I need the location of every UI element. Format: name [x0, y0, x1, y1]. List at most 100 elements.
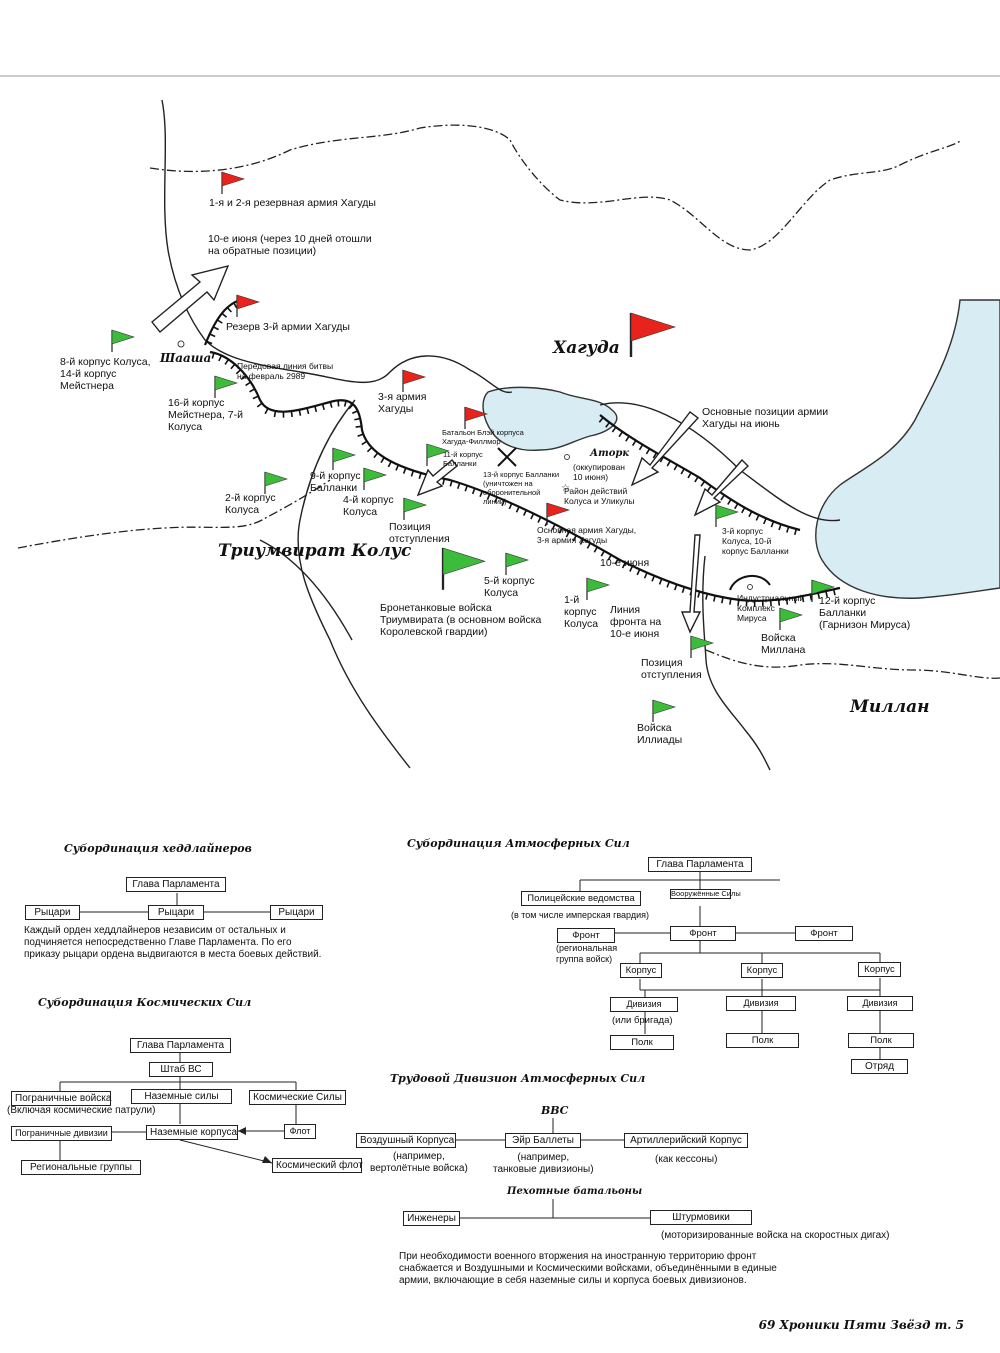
- lake: [482, 386, 618, 452]
- atmo-division-1: Дивизия: [610, 997, 678, 1012]
- labor-assault-note: (моторизированные войска на скоростных д…: [661, 1230, 890, 1241]
- heddliner-note: Каждый орден хеддлайнеров независим от о…: [24, 925, 322, 960]
- atmo-regiment-1: Полк: [610, 1035, 674, 1050]
- labor-air-corps: Воздушный Корпуса: [356, 1133, 456, 1148]
- atmo-front-left: Фронт: [557, 928, 615, 943]
- label-kolus8: 8-й корпус Колуса, 14-й корпус Мейстнера: [60, 356, 151, 392]
- frontline-tick: [343, 400, 347, 407]
- frontline-tick: [361, 440, 368, 446]
- frontline-tick: [226, 306, 232, 313]
- frontline-tick: [763, 518, 767, 525]
- frontline-tick: [479, 490, 483, 498]
- arrow-retreat-1: [416, 459, 458, 497]
- labor-vvs: ВВС: [541, 1104, 569, 1117]
- frontline-tick: [801, 595, 805, 603]
- frontline-tick: [697, 591, 701, 598]
- hagooda-flag-icon: [402, 369, 426, 392]
- frontline-tick: [611, 426, 617, 433]
- frontline-tick: [705, 593, 709, 600]
- frontline-tick: [605, 421, 611, 428]
- label-industrial: Индустриальный Комплекс Мируса: [737, 593, 805, 623]
- frontline-tick: [264, 408, 269, 415]
- label-kolus1: 1-й корпус Колуса: [564, 594, 599, 630]
- labor-note: При необходимости военного вторжения на …: [399, 1251, 777, 1286]
- arrow-hagooda-2: [693, 458, 750, 517]
- hagooda-flag-icon: [236, 294, 260, 317]
- sea-area: [815, 299, 1000, 599]
- frontline-tick: [249, 388, 256, 393]
- labor-title: Трудовой Дивизион Атмосферных Сил: [390, 1072, 646, 1085]
- frontline-tick: [572, 535, 577, 542]
- atmo-division-2: Дивизия: [726, 996, 796, 1011]
- frontline-tick: [729, 598, 732, 605]
- hagooda-flag-icon: [464, 406, 488, 429]
- heddliner-title: Субординация хеддлайнеров: [64, 842, 252, 855]
- label-reserve3: Резерв 3-й армии Хагуды: [226, 321, 350, 333]
- label-ballanki9: 9-й корпус Балланки: [310, 470, 361, 494]
- frontline-tick: [449, 480, 453, 487]
- frontline-tick: [687, 472, 692, 479]
- atmo-front-main: Фронт: [670, 926, 736, 941]
- space-space-fleet: Космический флот: [272, 1158, 363, 1173]
- atmo-regiment-3: Полк: [848, 1033, 914, 1048]
- frontline-tick: [273, 410, 277, 418]
- frontline-tick: [508, 503, 513, 510]
- space-fleet: Флот: [284, 1124, 316, 1139]
- frontline-tick: [354, 417, 361, 421]
- label-frontline-feb: Передовая линия битвы на февраль 2989: [237, 361, 334, 381]
- frontline-tick: [586, 542, 591, 549]
- frontline-tick: [673, 464, 678, 471]
- frontline-tick: [212, 326, 219, 331]
- atmo-regiment-2: Полк: [726, 1033, 799, 1048]
- space-ground-forces: Наземные силы: [131, 1089, 232, 1104]
- frontline-tick: [786, 526, 790, 533]
- frontline-tick: [486, 493, 491, 500]
- frontline-tick: [290, 410, 293, 418]
- frontline-tick: [380, 457, 385, 464]
- frontline-tick: [777, 599, 781, 606]
- labor-artillery-note: (как кессоны): [655, 1154, 718, 1165]
- frontline-tick: [825, 590, 828, 598]
- space-border-note: (Включая космические патрули): [7, 1105, 156, 1116]
- frontline-tick: [706, 485, 712, 492]
- label-retreat-pos2: Позиция отступления: [641, 657, 702, 681]
- hagooda-flag-icon: [546, 502, 570, 525]
- atmo-corps-1: Корпус: [620, 963, 662, 978]
- frontline-tick: [643, 572, 648, 579]
- frontline-tick: [494, 496, 498, 503]
- frontline-tick: [793, 597, 797, 604]
- frontline-tick: [306, 407, 310, 415]
- town-shaasha: Шааша: [160, 351, 212, 365]
- frontline-tick: [600, 550, 605, 557]
- space-border-troops: Пограничные войска: [11, 1091, 111, 1106]
- label-ballanki11: 11-й корпус Балланки: [443, 450, 483, 468]
- kolus-flag-icon: [690, 635, 714, 658]
- label-retreat-pos1: Позиция отступления: [389, 521, 450, 545]
- frontline-tick: [395, 464, 400, 471]
- label-frontline-june: Линия фронта на 10-е июня: [610, 604, 662, 640]
- frontline-tick: [523, 509, 528, 516]
- arrow-retreat-2: [680, 534, 702, 634]
- frontline-tick: [256, 402, 263, 408]
- space-ground-corps: Наземные корпуса: [146, 1125, 238, 1140]
- atmo-corps-2: Корпус: [741, 963, 783, 978]
- region-millan: Миллан: [850, 697, 930, 717]
- atmo-head: Глава Парламента: [648, 857, 752, 872]
- frontline-tick: [235, 369, 242, 375]
- atmo-corps-3: Корпус: [858, 962, 901, 977]
- frontline-tick: [206, 340, 213, 345]
- heddliner-knights-3: Рыцари: [270, 905, 323, 920]
- frontline-tick: [558, 527, 563, 534]
- frontline-tick: [625, 435, 630, 442]
- arrow-hagooda-1: [630, 411, 700, 487]
- space-border-divisions: Пограничные дивизии: [11, 1126, 112, 1141]
- frontline-tick: [537, 516, 542, 523]
- frontline-tick: [681, 586, 686, 594]
- region-hagooda: Хагуда: [553, 338, 620, 358]
- frontline-tick: [659, 456, 665, 463]
- unit-flags: [111, 171, 835, 722]
- frontline-tick: [348, 403, 354, 410]
- kolus-flag-icon: [332, 447, 356, 470]
- atmo-division-3: Дивизия: [847, 996, 913, 1011]
